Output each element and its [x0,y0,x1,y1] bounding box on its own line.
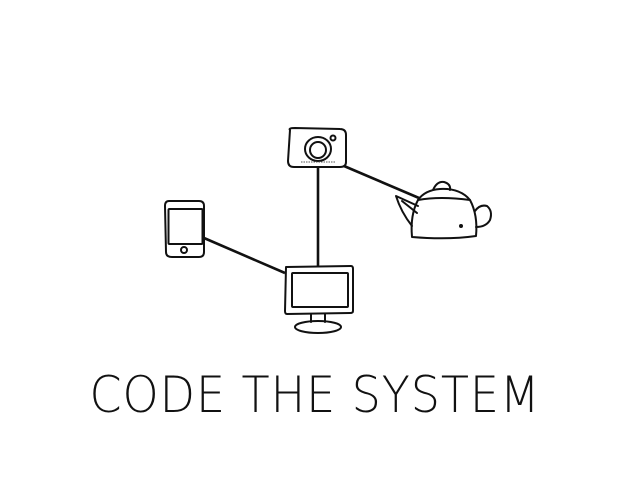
monitor-icon [284,265,354,334]
page-title: CODE THE SYSTEM [89,366,541,424]
smartphone-icon [164,200,205,258]
edge-camera-teapot [343,164,420,200]
edge-phone-monitor [203,236,286,275]
teapot-icon [395,180,492,240]
camera-icon [287,127,347,168]
